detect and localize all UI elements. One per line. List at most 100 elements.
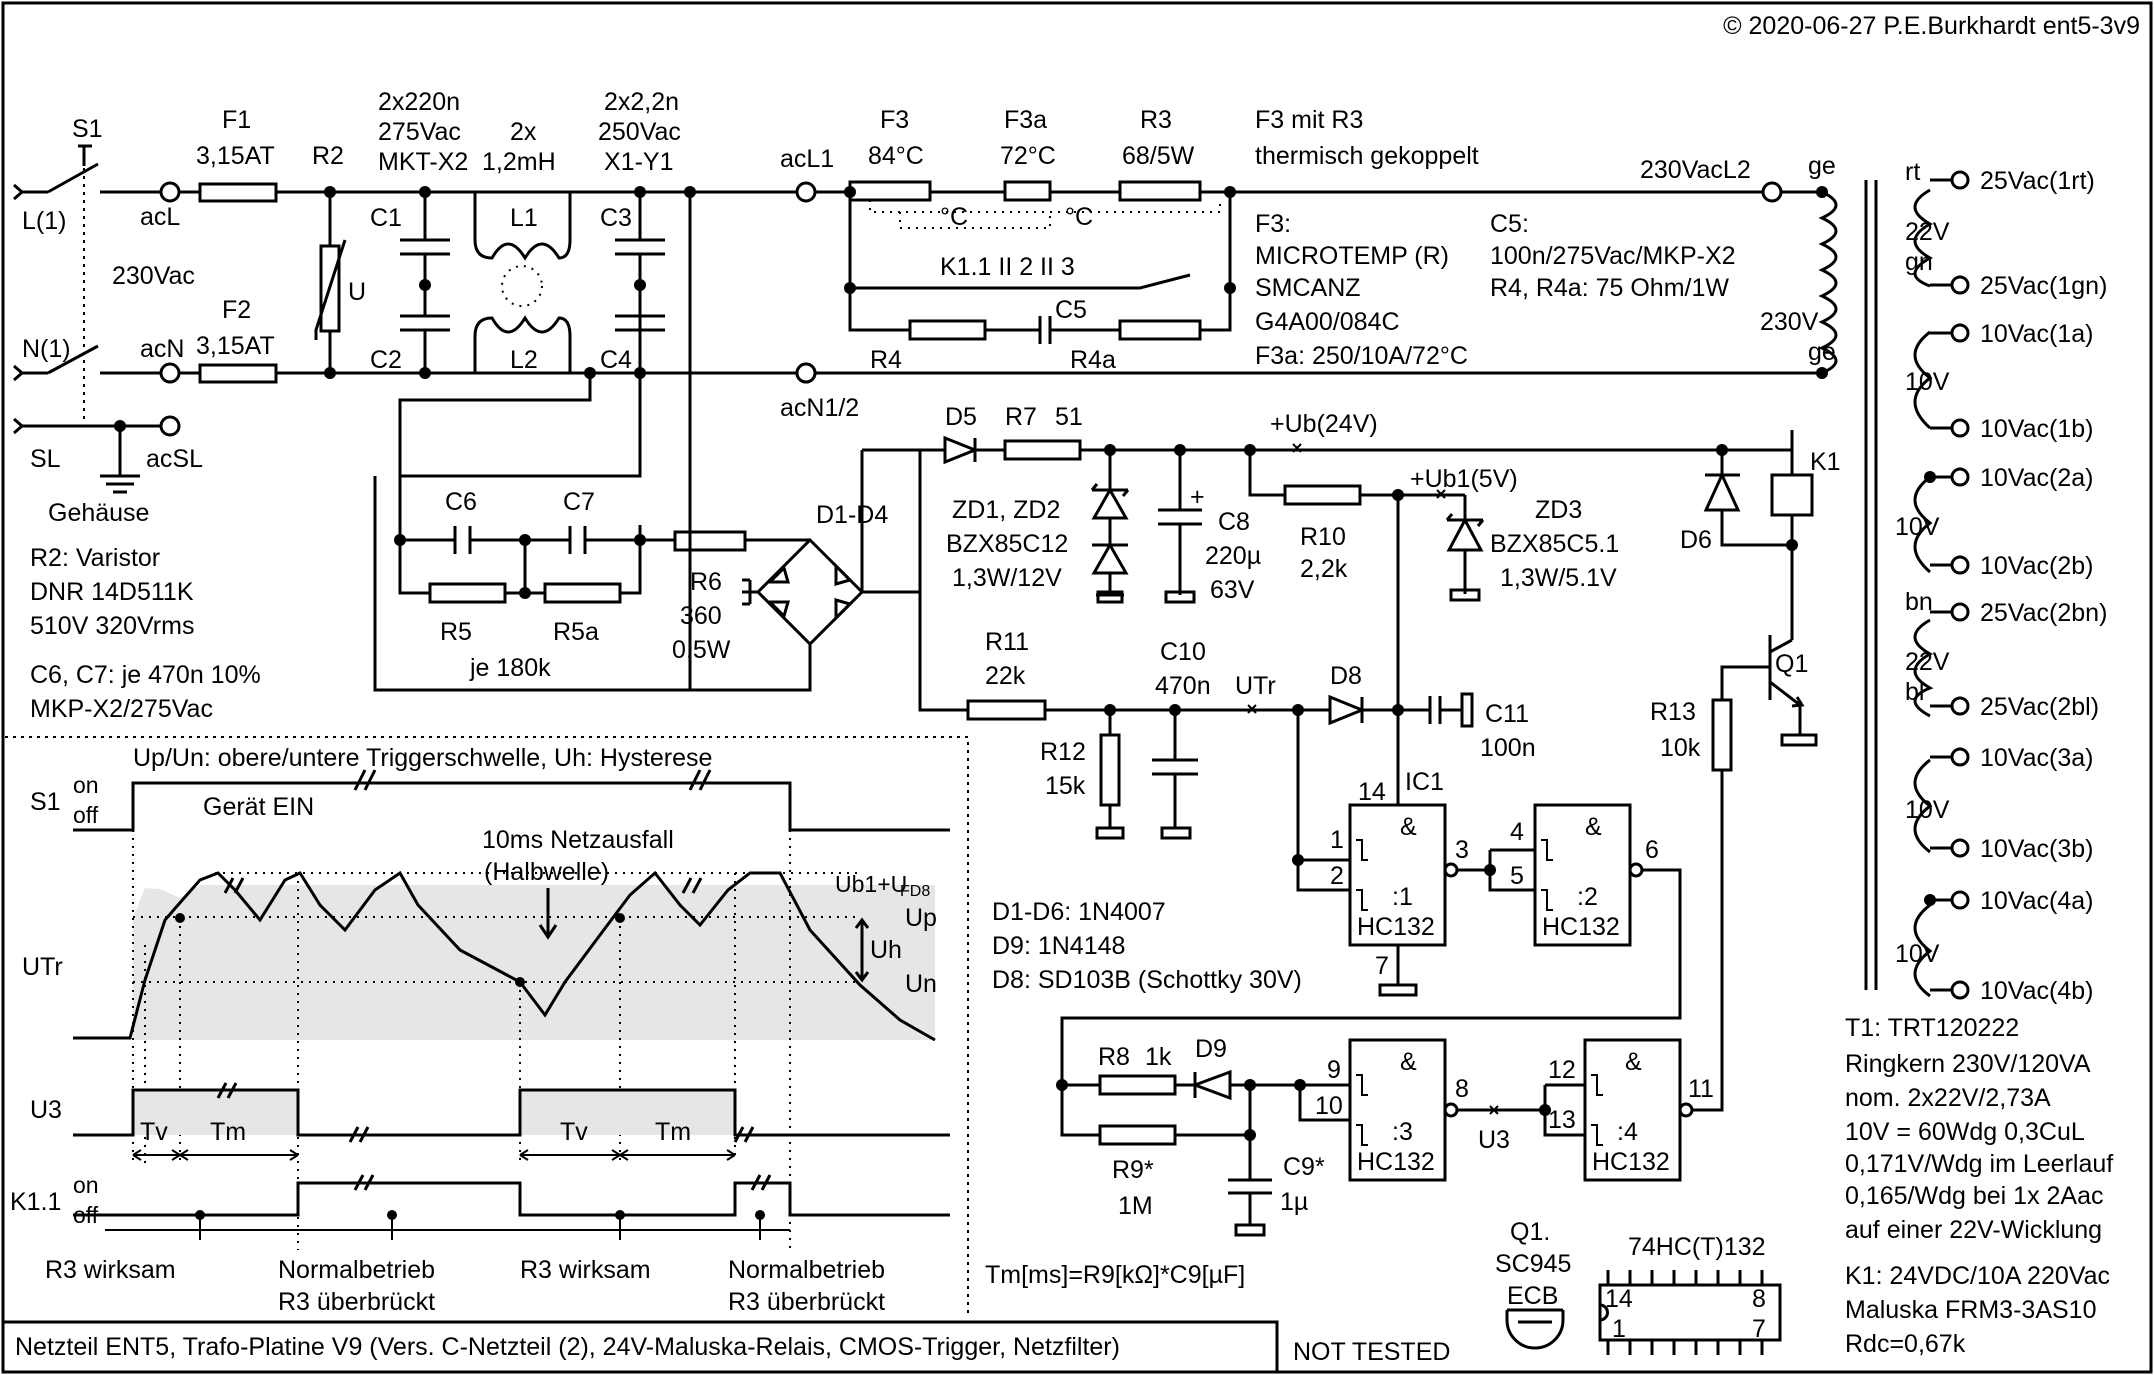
g2-hc: HC132 (1542, 913, 1620, 941)
tap-terminal (1950, 696, 1970, 716)
f3-label: F3 (880, 106, 909, 134)
c2-label: C2 (370, 346, 402, 374)
c5-info-1: C5: (1490, 210, 1529, 238)
f3-info-3: SMCANZ (1255, 274, 1361, 302)
f1-value: 3,15AT (196, 142, 275, 170)
nb1a-label: Normalbetrieb (278, 1256, 435, 1284)
g1-hc: HC132 (1357, 913, 1435, 941)
k11-on: on (73, 1172, 99, 1198)
ic-p14: 14 (1605, 1285, 1633, 1313)
uh-label: Uh (870, 936, 902, 964)
r13-label: R13 (1650, 698, 1696, 726)
varistor-note-3: 510V 320Vrms (30, 612, 194, 640)
u-label: U (348, 278, 366, 306)
relay-driver: K1 D6 Q1 R13 10k (1650, 444, 1841, 1112)
r13-value: 10k (1660, 734, 1701, 762)
t1-info-7: auf einer 22V-Wicklung (1845, 1216, 2102, 1244)
g2-amp: & (1585, 813, 1602, 841)
zd12-2: BZX85C12 (946, 530, 1068, 558)
cap-note-1: C6, C7: je 470n 10% (30, 661, 261, 689)
bl-label: bl (1905, 678, 1924, 706)
tap-terminal (1950, 602, 1970, 622)
v10d-label: 10V (1895, 940, 1940, 968)
p7: 7 (1375, 952, 1389, 980)
r7-value: 51 (1055, 403, 1083, 431)
tap-label: 10Vac(4b) (1980, 977, 2094, 1005)
tv2-label: Tv (560, 1118, 588, 1146)
utr-timing: UTr (22, 953, 63, 981)
l1-label: L(1) (22, 207, 66, 235)
r11-value: 22k (985, 662, 1026, 690)
tap-label: 10Vac(2b) (1980, 552, 2094, 580)
c11-label: C11 (1485, 700, 1529, 728)
tap-label: 25Vac(2bl) (1980, 693, 2099, 721)
zd12-3: 1,3W/12V (952, 564, 1062, 592)
transformer-taps: 25Vac(1rt)25Vac(1gn)10Vac(1a)10Vac(1b)10… (1924, 167, 2107, 1005)
capacitive-supply: C6 C7 R5 R5a je 180k R6 360 0,5W D1-D4 (394, 448, 960, 712)
l2-coil-label: L2 (510, 346, 538, 374)
l1-coil-label: L1 (510, 204, 538, 232)
g4-num: :4 (1617, 1118, 1638, 1146)
zd3-1: ZD3 (1535, 496, 1582, 524)
g3-hc: HC132 (1357, 1148, 1435, 1176)
tap-terminal (1950, 323, 1970, 343)
r5a-label: R5a (553, 618, 599, 646)
c12-a: 2x220n (378, 88, 460, 116)
r10-value: 2,2k (1300, 555, 1348, 583)
p3: 3 (1455, 836, 1469, 864)
footer-title: Netzteil ENT5, Trafo-Platine V9 (Vers. C… (15, 1333, 1120, 1361)
tap-terminal (1950, 170, 1970, 190)
acl-label: acL (140, 203, 180, 231)
diodes-2: D9: 1N4148 (992, 932, 1125, 960)
tap-label: 10Vac(1a) (1980, 320, 2094, 348)
je-label: je 180k (469, 654, 551, 682)
utr-label: UTr (1235, 672, 1276, 700)
footer: Netzteil ENT5, Trafo-Platine V9 (Vers. C… (3, 1320, 1450, 1372)
v10b-label: 10V (1895, 513, 1940, 541)
trigger-input: R11 22k R12 15k C10 470n UTr D8 C11 100n (920, 628, 1536, 860)
r9-label: R9* (1112, 1156, 1154, 1184)
bn-label: bn (1905, 588, 1933, 616)
nb2a-label: Normalbetrieb (728, 1256, 885, 1284)
ic-p8: 8 (1752, 1285, 1766, 1313)
tap-label: 10Vac(3a) (1980, 744, 2094, 772)
diodes-3: D8: SD103B (Schottky 30V) (992, 966, 1302, 994)
ic-p7: 7 (1752, 1315, 1766, 1343)
p14: 14 (1358, 778, 1386, 806)
p5: 5 (1510, 862, 1524, 890)
p9: 9 (1327, 1056, 1341, 1084)
f3-info-5: F3a: 250/10A/72°C (1255, 342, 1468, 370)
k1-info-3: Rdc=0,67k (1845, 1330, 1966, 1358)
p8: 8 (1455, 1075, 1469, 1103)
k1-info-1: K1: 24VDC/10A 220Vac (1845, 1262, 2110, 1290)
ge2-label: ge (1808, 338, 1836, 366)
formula: Tm[ms]=R9[kΩ]*C9[µF] (985, 1261, 1245, 1289)
p13: 13 (1548, 1106, 1576, 1134)
netz-1: 10ms Netzausfall (482, 826, 674, 854)
tap-junction (1924, 471, 1936, 483)
r10-label: R10 (1300, 523, 1346, 551)
f2-value: 3,15AT (196, 332, 275, 360)
c12-c: MKT-X2 (378, 148, 468, 176)
d5-label: D5 (945, 403, 977, 431)
c5-info-3: R4, R4a: 75 Ohm/1W (1490, 274, 1729, 302)
k1-label: K1 (1810, 448, 1841, 476)
r8-value: 1k (1145, 1043, 1172, 1071)
tap-label: 10Vac(3b) (1980, 835, 2094, 863)
gn-label: gn (1905, 248, 1933, 276)
deg2: °C (1065, 203, 1093, 231)
f3-value: 84°C (868, 142, 924, 170)
acsl-label: acSL (146, 445, 203, 473)
r2-label: R2 (312, 142, 344, 170)
tm2-label: Tm (655, 1118, 691, 1146)
acl1-label: acL1 (780, 145, 834, 173)
zd3-2: BZX85C5.1 (1490, 530, 1619, 558)
c34-c: X1-Y1 (604, 148, 673, 176)
tap-terminal (1950, 467, 1970, 487)
g1-num: :1 (1392, 883, 1413, 911)
l-b: 1,2mH (482, 148, 556, 176)
tap-label: 25Vac(2bn) (1980, 599, 2107, 627)
c5-info-2: 100n/275Vac/MKP-X2 (1490, 242, 1736, 270)
c6-label: C6 (445, 488, 477, 516)
